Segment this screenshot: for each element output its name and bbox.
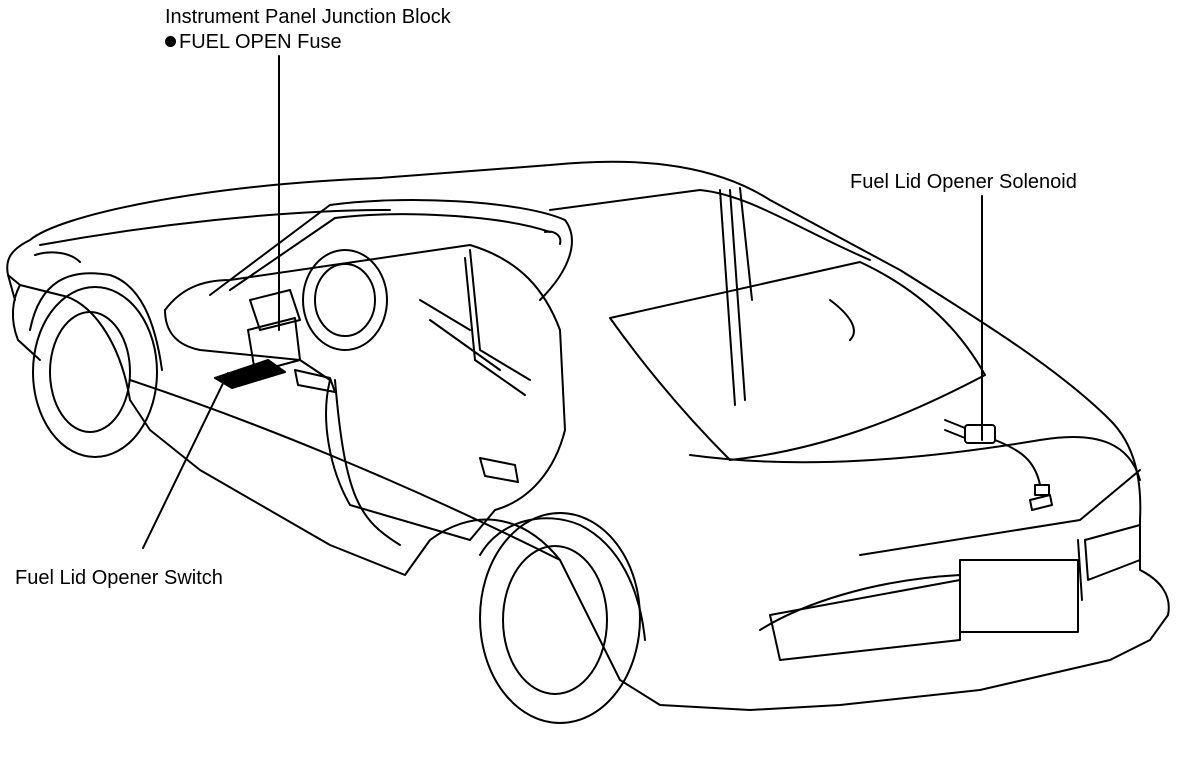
greenhouse — [209, 187, 986, 461]
front-bumper — [7, 274, 41, 361]
rear-window-detail — [829, 299, 855, 341]
bullet-icon — [165, 36, 176, 47]
solenoid-plunger — [944, 419, 966, 439]
headlight — [34, 251, 81, 263]
windshield-inner — [229, 213, 551, 291]
solenoid-body — [964, 424, 996, 444]
hood-line — [39, 209, 391, 246]
b-pillar — [464, 249, 531, 396]
fuse-label-row: FUEL OPEN Fuse — [165, 30, 342, 54]
rear-deck — [689, 436, 1141, 661]
rear-rim — [502, 545, 608, 695]
tail-light-right — [1084, 524, 1141, 581]
leader-lines — [142, 55, 983, 549]
front-tire — [32, 286, 158, 458]
switch-leader — [142, 372, 229, 549]
solenoid-label: Fuel Lid Opener Solenoid — [850, 171, 1077, 193]
junction-block-label: Instrument Panel Junction Block — [165, 6, 451, 28]
license-plate — [959, 559, 1079, 633]
switch-panel — [247, 317, 301, 373]
tail-light-left-lens — [769, 579, 961, 661]
rear-wheel — [479, 512, 646, 724]
fuse-label: FUEL OPEN Fuse — [179, 31, 342, 53]
tail-light-left — [759, 574, 961, 631]
front-wheel-arch — [29, 272, 163, 371]
trunk-seam — [1077, 539, 1083, 601]
c-pillar-lines — [719, 187, 753, 406]
rear-door — [129, 379, 561, 561]
dash-panel — [249, 289, 301, 331]
door-opening — [164, 244, 566, 541]
fuel-lid-opener-solenoid — [944, 419, 1050, 496]
seat-back — [419, 299, 501, 371]
body-outline — [6, 160, 1170, 711]
steering-wheel-inner — [314, 263, 376, 337]
rear-door-outline — [334, 379, 519, 546]
solenoid-wire — [994, 439, 1041, 486]
trunk-lock — [1029, 494, 1053, 511]
interior — [164, 230, 566, 541]
trunk-lid-line — [689, 436, 1141, 481]
mirror — [544, 230, 562, 245]
windshield-frame — [209, 199, 573, 301]
roof-line — [549, 189, 871, 261]
door-handle-inner — [294, 369, 336, 393]
trunk-edge — [859, 469, 1141, 556]
car-body — [6, 160, 1170, 711]
rear-tire — [479, 512, 641, 724]
steering-wheel — [302, 249, 388, 351]
front-rim — [49, 311, 131, 433]
body-side-crease — [129, 379, 561, 561]
rear-wheel-arch — [479, 517, 646, 641]
solenoid-connector — [1034, 484, 1050, 496]
rear-window — [609, 261, 986, 461]
fuel-lid-opener-switch — [214, 359, 286, 389]
switch-label: Fuel Lid Opener Switch — [15, 567, 223, 589]
front-wheel — [29, 272, 163, 458]
